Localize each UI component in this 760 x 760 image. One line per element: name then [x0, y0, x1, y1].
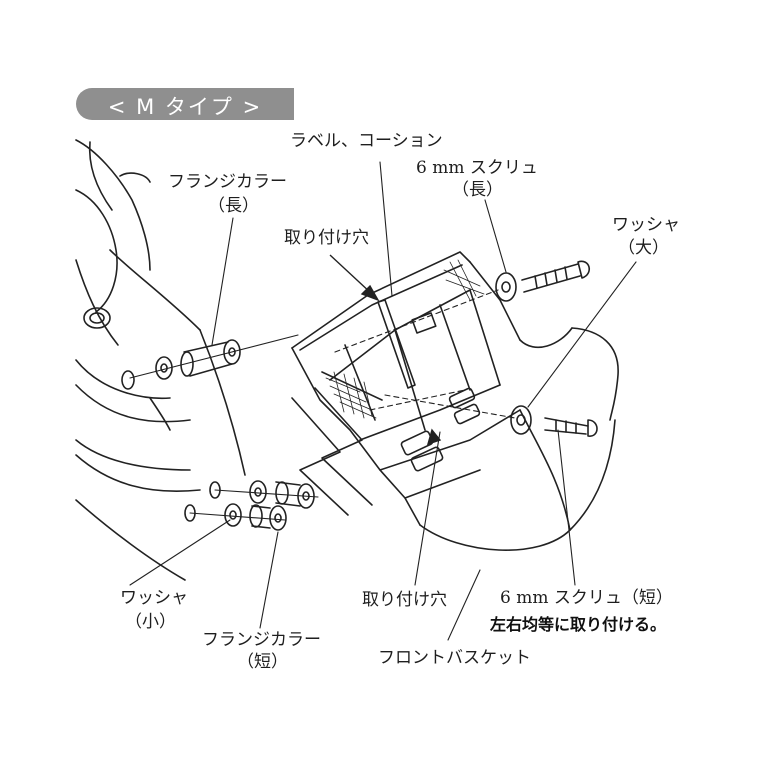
label-washer-large-sub: （大） [618, 238, 669, 258]
upper-screw-long [495, 260, 590, 302]
label-mount-hole-bottom: 取り付け穴 [362, 590, 447, 610]
lower-screw-short [510, 405, 598, 437]
type-badge: < M タイプ > [76, 88, 294, 120]
front-basket-outline [291, 251, 619, 551]
break-lines [291, 387, 373, 516]
label-mount-hole-top: 取り付け穴 [284, 228, 369, 248]
upper-left-hardware [121, 339, 241, 390]
label-flange-long: フランジカラー [168, 172, 287, 192]
basket-mesh [325, 259, 485, 419]
label-washer-large: ワッシャ [612, 215, 680, 235]
lower-left-hardware [184, 480, 319, 531]
type-badge-title: < M タイプ > [107, 95, 263, 119]
label-screw-long-sub: （長） [452, 180, 503, 200]
label-screw-short: 6 mm スクリュ（短） [500, 588, 673, 608]
upper-axis [129, 334, 299, 379]
leader-lines [129, 161, 637, 641]
label-front-basket: フロントバスケット [378, 648, 531, 668]
label-washer-small: ワッシャ [120, 588, 188, 608]
label-flange-short: フランジカラー [202, 630, 321, 650]
label-screw-long: 6 mm スクリュ [416, 158, 538, 178]
label-washer-small-sub: （小） [125, 612, 176, 632]
label-caution: ラベル、コーション [290, 131, 443, 151]
installation-note: 左右均等に取り付ける。 [490, 615, 667, 634]
alignment-lines [334, 289, 516, 419]
label-flange-short-sub: （短） [237, 652, 288, 672]
scooter-front-body [75, 139, 246, 581]
label-flange-long-sub: （長） [208, 196, 259, 216]
arrow-markers [329, 254, 442, 446]
